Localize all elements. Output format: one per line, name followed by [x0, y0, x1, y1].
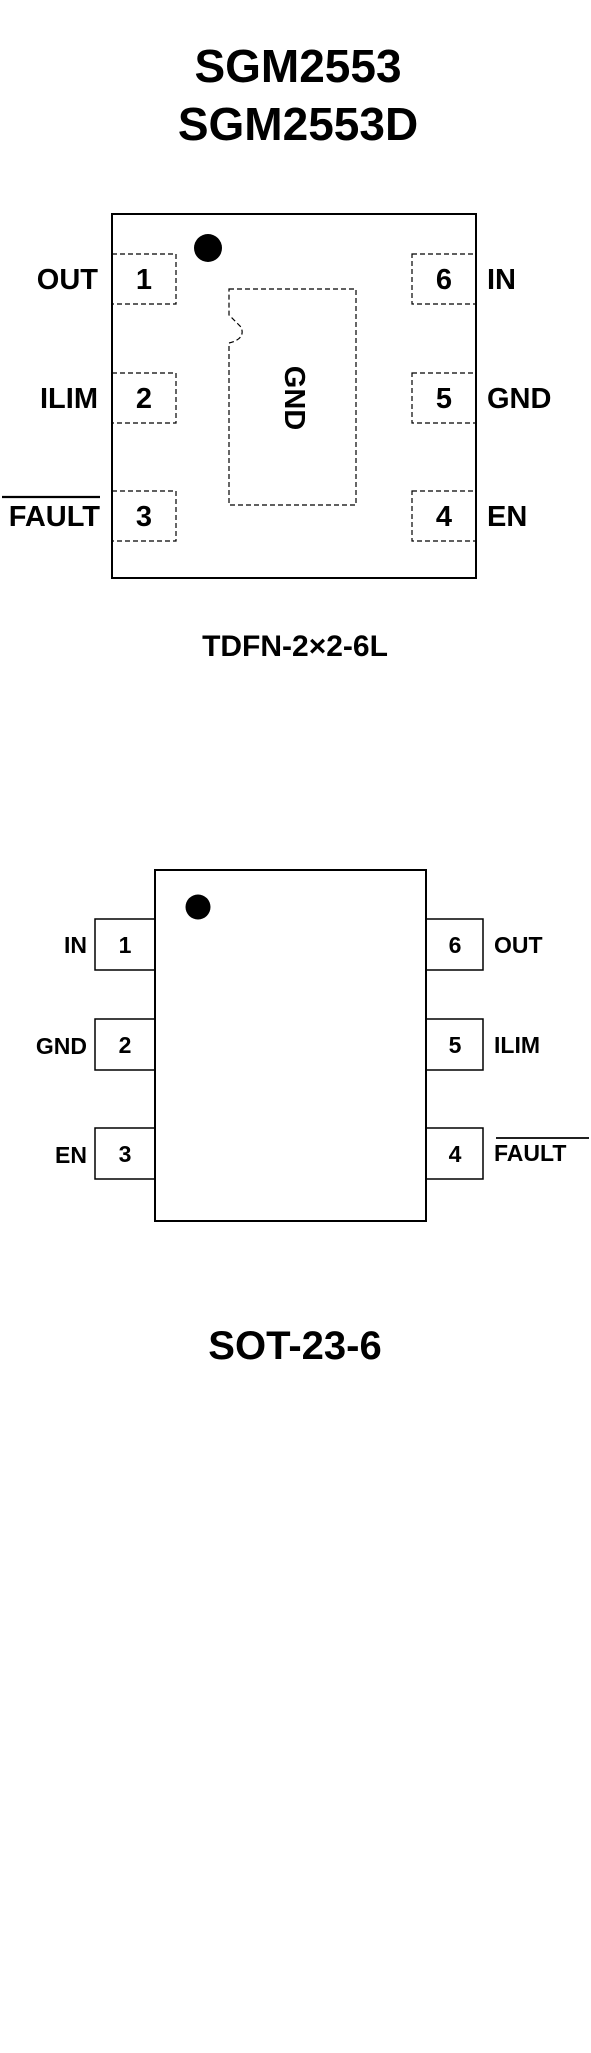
sot-package: 1 2 3 4 5 6 IN GND EN FAULT ILIM OUT SOT… [36, 869, 589, 1368]
sot-pin-label-2: GND [36, 1033, 87, 1059]
tdfn-pin-label-1: OUT [37, 264, 99, 296]
sot-pin-num-2: 2 [119, 1032, 132, 1058]
title-line-2: SGM2553D [178, 98, 418, 150]
tdfn-pad-6 [411, 253, 477, 305]
tdfn-pin-label-5: GND [487, 383, 551, 415]
sot-pin-num-1: 1 [119, 932, 132, 958]
tdfn-pad-4 [411, 490, 477, 542]
tdfn-exposed-pad-label: GND [278, 366, 310, 430]
sot-pin-label-6: OUT [494, 932, 543, 958]
sot-lead-2 [94, 1018, 156, 1071]
sot-pin1-marker [185, 894, 211, 920]
sot-package-label: SOT-23-6 [208, 1324, 381, 1368]
sot-pin-label-4: FAULT [494, 1140, 566, 1166]
tdfn-pin-num-4: 4 [436, 501, 452, 533]
tdfn-pad-5 [411, 372, 477, 424]
tdfn-pin-label-4: EN [487, 501, 527, 533]
sot-pin-label-1: IN [64, 932, 87, 958]
tdfn-pin-num-6: 6 [436, 264, 452, 296]
title-line-1: SGM2553 [194, 40, 401, 92]
sot-pin-num-6: 6 [449, 932, 462, 958]
tdfn-pin-num-2: 2 [136, 383, 152, 415]
tdfn-pin-num-1: 1 [136, 264, 152, 296]
tdfn-pad-3 [111, 490, 177, 542]
tdfn-pin-num-3: 3 [136, 501, 152, 533]
sot-lead-5 [425, 1018, 484, 1071]
tdfn-pin1-marker [194, 234, 222, 262]
sot-lead-4 [425, 1127, 484, 1180]
tdfn-pad-2 [111, 372, 177, 424]
sot-pin-num-3: 3 [119, 1141, 132, 1167]
sot-body [154, 869, 427, 1222]
sot-lead-6 [425, 918, 484, 971]
sot-pin-num-5: 5 [449, 1032, 462, 1058]
tdfn-pin-label-6: IN [487, 264, 516, 296]
sot-lead-1 [94, 918, 156, 971]
tdfn-pin-label-2: ILIM [40, 383, 98, 415]
tdfn-pad-1 [111, 253, 177, 305]
tdfn-package: GND 1 2 3 4 5 6 OUT ILIM FAULT EN GND IN… [2, 213, 551, 663]
sot-pin-label-3: EN [55, 1142, 87, 1168]
tdfn-pin-label-3: FAULT [9, 501, 101, 533]
tdfn-pin-num-5: 5 [436, 383, 452, 415]
tdfn-exposed-pad [228, 288, 357, 506]
tdfn-package-label: TDFN-2×2-6L [202, 630, 388, 663]
sot-pin-num-4: 4 [449, 1141, 462, 1167]
sot-pin-label-5: ILIM [494, 1032, 540, 1058]
